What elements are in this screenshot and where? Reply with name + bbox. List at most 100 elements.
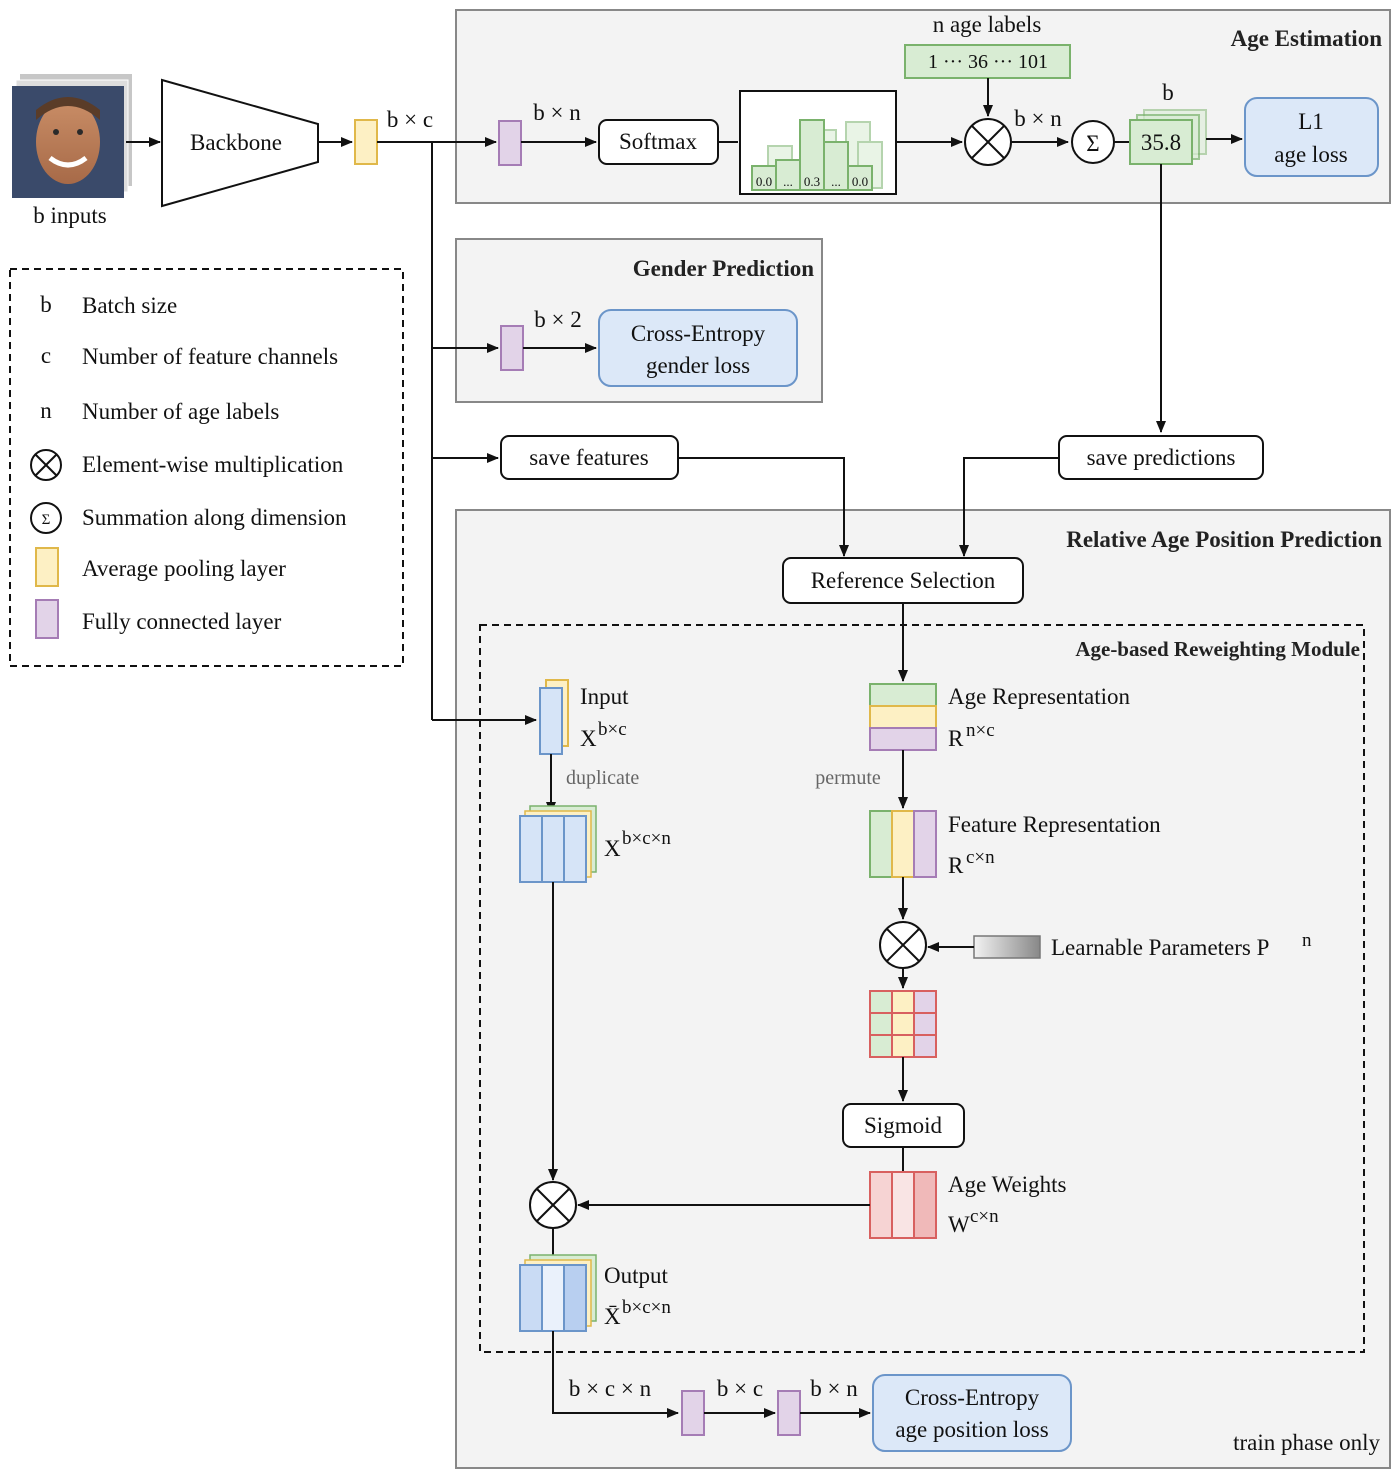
learnable-sup: n [1302,930,1312,951]
output-multiply-icon [529,1181,577,1229]
train-phase-label: train phase only [1233,1430,1380,1455]
input-symbol: X [580,726,597,751]
legend-text-mult: Element-wise multiplication [82,452,344,477]
legend-multiply-icon [30,449,62,481]
l1-loss-line1: L1 [1298,109,1324,134]
gender-loss-line1: Cross-Entropy [631,321,766,346]
reweighted-grid [869,990,937,1058]
dup-sup: b×c×n [622,828,671,849]
age-rep-sup: n×c [966,720,995,741]
hist-label-4: 0.0 [852,174,868,189]
legend-box [9,268,404,667]
legend-sum-symbol: Σ [42,512,51,528]
legend-key-c: c [41,343,51,368]
arrow-predictions-reference [959,457,1059,557]
age-fc-layer [498,120,522,166]
input-label: Input [580,684,629,709]
age-position-loss-box [872,1374,1072,1452]
reweighting-module-title: Age-based Reweighting Module [1075,637,1360,661]
age-labels-values: 1 ··· 36 ··· 101 [928,51,1048,73]
sigmoid-label: Sigmoid [864,1113,942,1138]
l1-age-loss-box [1244,97,1379,177]
gender-fc-layer [500,325,524,371]
dim-bxc: b × c [387,107,433,132]
arrow-output-fc1 [552,1331,679,1418]
dim-bxn-mult: b × n [1014,106,1062,131]
input-sup: b×c [598,719,627,740]
feat-rep-sup: c×n [966,847,995,868]
learnable-params-bar [973,935,1041,959]
gender-prediction-title: Gender Prediction [633,256,814,281]
save-predictions-label: save predictions [1087,445,1236,470]
inputs-label: b inputs [33,203,107,228]
prediction-value: 35.8 [1141,130,1181,155]
position-loss-line2: age position loss [895,1417,1048,1442]
hist-label-3: ... [831,174,841,189]
reference-selection-label: Reference Selection [811,568,996,593]
input-images [12,74,132,198]
feat-rep-label: Feature Representation [948,812,1161,837]
pooling-layer [354,119,378,165]
dim-bxn-bottom: b × n [810,1376,858,1401]
legend-key-n: n [40,398,52,423]
output-symbol: X̄ [604,1304,621,1329]
gender-loss-box [598,309,798,387]
n-age-labels-title: n age labels [933,12,1042,37]
relative-age-title: Relative Age Position Prediction [1066,527,1382,552]
backbone-label: Backbone [190,130,282,155]
position-loss-line1: Cross-Entropy [905,1385,1040,1410]
legend-sum-icon [30,502,62,534]
output-sup: b×c×n [622,1297,671,1318]
output-label: Output [604,1263,669,1288]
age-estimation-section [455,9,1391,204]
legend-text-sum: Summation along dimension [82,505,347,530]
probability-bars [751,119,873,191]
legend-fc-swatch [35,599,59,639]
feat-rep-symbol: R [948,853,964,878]
l1-loss-line2: age loss [1274,142,1348,167]
reweight-multiply-icon [879,921,927,969]
legend-text-pool: Average pooling layer [82,556,286,581]
age-representation-block [869,683,937,751]
age-rep-symbol: R [948,726,964,751]
legend-text-n: Number of age labels [82,399,279,424]
permute-label: permute [815,767,881,789]
output-block [519,1254,597,1332]
reweighting-module-frame [479,624,1365,1353]
hist-label-0: 0.0 [756,174,772,189]
hist-label-2: 0.3 [804,174,820,189]
relative-age-section [455,509,1391,1469]
bottom-fc-2 [777,1390,801,1436]
arrow-features-reference [678,457,849,557]
hist-label-1: ... [783,174,793,189]
dim-bxcxn-bottom: b × c × n [569,1376,652,1401]
duplicate-label: duplicate [566,767,639,789]
save-features-label: save features [529,445,648,470]
learnable-label: Learnable Parameters P [1051,935,1269,960]
legend-text-fc: Fully connected layer [82,609,282,634]
dup-symbol: X [604,836,621,861]
multiply-icon [964,118,1012,166]
sum-symbol: Σ [1086,131,1099,156]
duplicated-input-block [519,805,597,883]
input-vector [539,687,563,755]
legend-pool-swatch [35,547,59,587]
gender-loss-line2: gender loss [646,353,750,378]
bottom-fc-1 [681,1390,705,1436]
age-estimation-title: Age Estimation [1231,26,1383,51]
dim-bx2: b × 2 [534,307,581,332]
legend-key-b: b [40,292,52,317]
backbone-block [161,78,319,208]
softmax-label: Softmax [619,129,697,154]
legend-text-c: Number of feature channels [82,344,338,369]
weights-symbol: W [948,1212,970,1237]
weights-sup: c×n [970,1206,999,1227]
age-rep-label: Age Representation [948,684,1131,709]
dim-bxn-fc: b × n [533,100,581,125]
dim-b: b [1162,80,1174,105]
feature-representation-block [869,810,937,878]
legend-text-b: Batch size [82,293,177,318]
age-weights-block [869,1171,937,1239]
weights-label: Age Weights [948,1172,1067,1197]
